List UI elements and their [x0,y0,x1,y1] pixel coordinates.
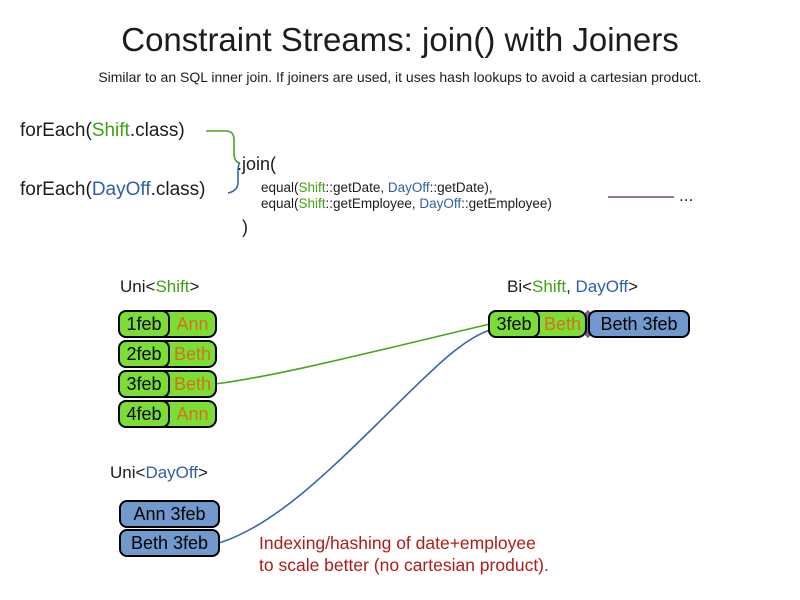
label-token: Uni< [110,463,146,482]
indexing-note: Indexing/hashing of date+employee to sca… [259,532,549,576]
code-token: ::getEmployee, [325,196,420,211]
uni-dayoff-label: Uni<DayOff> [110,463,208,483]
code-token: .class) [129,120,185,141]
dayoff-cell: Beth 3feb [130,532,209,553]
dayoff-cell: Ann 3feb [133,503,206,524]
label-token: Uni< [120,277,156,296]
shift-employee-cell: Beth [173,373,212,394]
code-equal-date: equal(Shift::getDate, DayOff::getDate), [261,180,493,195]
shift-table-row: 1feb Ann [118,310,217,338]
code-token-shift-type: Shift [298,196,326,211]
code-token: ::getDate), [429,180,493,195]
shift-date-cell: 2feb [118,340,170,368]
bi-date-cell: 3feb [488,310,540,338]
code-token: ::getEmployee) [461,196,552,211]
code-foreach-shift: forEach(Shift.class) [20,120,185,142]
code-token: forEach( [20,120,92,141]
shift-row-to-bi-connector [214,323,491,385]
more-joiners-ellipsis: ... [679,186,694,205]
code-token-shift-type: Shift [91,120,130,141]
code-token: forEach( [20,179,92,200]
dayoff-to-join-bracket [227,162,241,194]
code-token: ::getDate, [325,180,388,195]
bi-result-label: Bi<Shift, DayOff> [507,277,638,297]
label-token: > [628,277,639,296]
code-token: equal( [261,180,299,195]
code-token: equal( [261,196,299,211]
bi-employee-cell: Beth [543,313,582,334]
shift-employee-cell: Ann [176,313,209,334]
label-token-shift-type: Shift [532,277,567,296]
code-foreach-dayoff: forEach(DayOff.class) [20,179,206,201]
dayoff-table-row: Beth 3feb [119,529,220,557]
bi-dayoff-cell: Beth 3feb [600,313,678,334]
indexing-note-line1: Indexing/hashing of date+employee [259,533,536,553]
label-token: > [198,463,208,482]
shift-employee-cell: Beth [173,343,212,364]
shift-to-join-bracket [206,130,241,164]
code-equal-employee: equal(Shift::getEmployee, DayOff::getEmp… [261,196,552,211]
shift-table-row: 2feb Beth [118,340,217,368]
label-token-shift-type: Shift [155,277,190,296]
shift-date-cell: 1feb [118,310,170,338]
page-subtitle: Similar to an SQL inner join. If joiners… [98,69,702,85]
label-token: > [189,277,200,296]
label-token-dayoff-type: DayOff [575,277,629,296]
code-token-dayoff-type: DayOff [91,179,151,200]
shift-table-row: 4feb Ann [118,400,217,428]
uni-shift-label: Uni<Shift> [120,277,199,297]
bi-row-shift-part: 3feb Beth [488,310,587,338]
code-join-close: ) [242,217,248,237]
shift-table-row: 3feb Beth [118,370,217,398]
bi-row-dayoff-part: Beth 3feb [588,310,690,338]
dayoff-table-row: Ann 3feb [119,500,220,528]
code-token-dayoff-type: DayOff [387,180,430,195]
code-join-open: .join( [237,154,277,174]
page-title: Constraint Streams: join() with Joiners [121,21,679,58]
indexing-note-line2: to scale better (no cartesian product). [259,555,549,575]
shift-date-cell: 4feb [118,400,170,428]
label-token-dayoff-type: DayOff [145,463,199,482]
label-token: Bi< [507,277,533,296]
code-token-shift-type: Shift [298,180,326,195]
shift-employee-cell: Ann [176,403,209,424]
dayoff-row-to-bi-connector [218,329,491,544]
code-token: .class) [150,179,206,200]
label-token: , [566,277,576,296]
shift-date-cell: 3feb [118,370,170,398]
code-token-dayoff-type: DayOff [419,196,462,211]
